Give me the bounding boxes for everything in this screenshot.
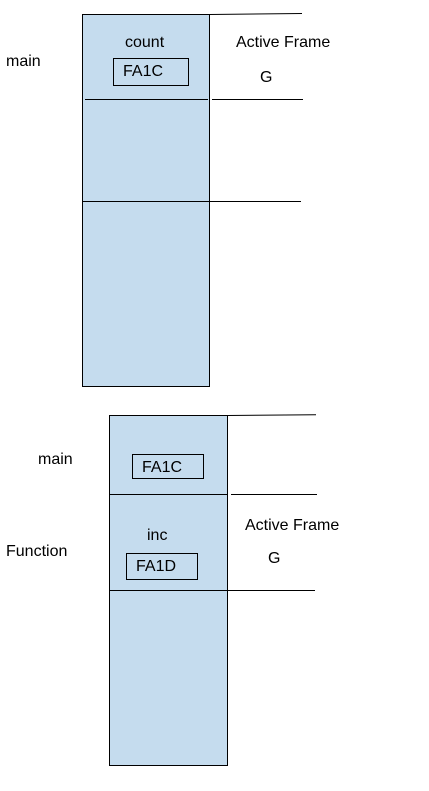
frame-divider-line-empty xyxy=(82,201,301,202)
frame-pointer-line-main xyxy=(212,99,303,100)
frame-divider-line-main-2 xyxy=(109,494,228,495)
frame-top-pointer-line xyxy=(209,13,303,15)
frame-label-main-2: main xyxy=(38,451,73,468)
main-value-box: FA1C xyxy=(132,454,204,479)
frame-label-function: Function xyxy=(6,543,68,560)
variable-value-box: FA1C xyxy=(113,58,189,86)
active-frame-label: Active Frame xyxy=(236,34,331,51)
active-frame-marker-2: G xyxy=(268,550,281,567)
frame-divider-line-function xyxy=(109,590,315,591)
variable-name-count: count xyxy=(125,34,165,51)
frame-top-pointer-line-2 xyxy=(227,414,317,416)
active-frame-marker: G xyxy=(260,69,273,86)
active-frame-label-2: Active Frame xyxy=(245,517,340,534)
variable-name-inc: inc xyxy=(147,527,168,544)
frame-label-main: main xyxy=(6,53,41,70)
function-value-box: FA1D xyxy=(126,553,198,580)
frame-pointer-line-main-2 xyxy=(231,494,317,495)
frame-divider-line-main xyxy=(85,99,208,100)
